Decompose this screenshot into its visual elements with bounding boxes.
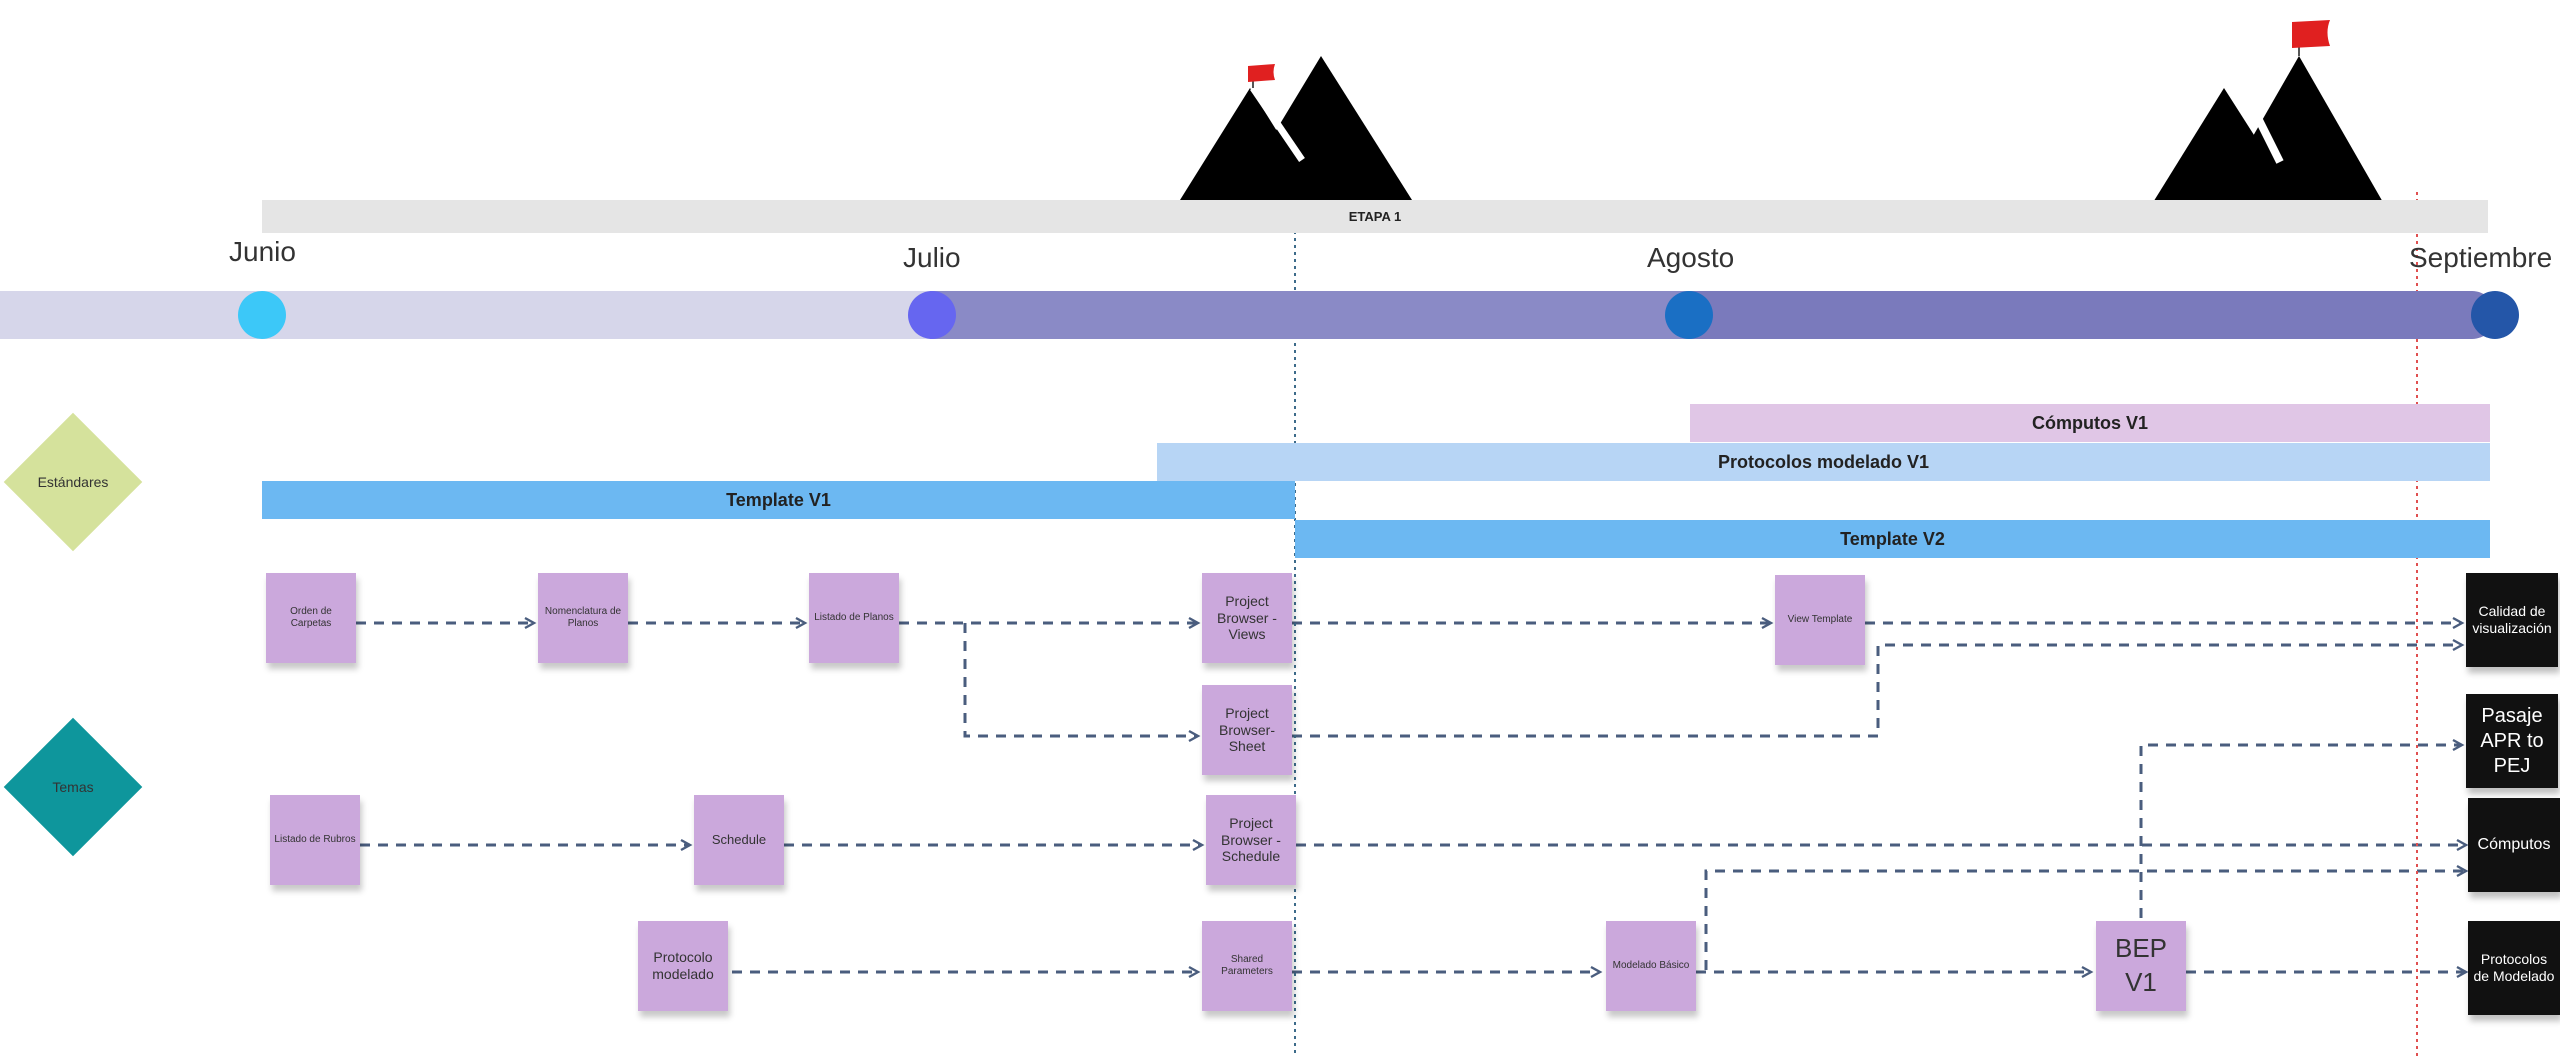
gantt-bar-protocolos-v1: Protocolos modelado V1 [1157,443,2490,481]
sticky-project-browser-views[interactable]: Project Browser - Views [1202,573,1292,663]
etapa-1-band: ETAPA 1 [262,200,2488,233]
timeline-segment-julio [930,291,1690,339]
gantt-label: Template V1 [726,489,831,510]
gantt-bar-template-v2: Template V2 [1295,520,2490,558]
timeline-dot-julio [908,291,956,339]
sticky-modelado-basico[interactable]: Modelado Básico [1606,921,1696,1011]
connector-listado-to-pb-sheet [963,623,1201,743]
gantt-label: Template V2 [1840,528,1945,549]
month-label-agosto: Agosto [1647,242,1735,273]
sticky-project-browser-schedule[interactable]: Project Browser - Schedule [1206,795,1296,885]
category-temas: Temas [3,717,143,857]
sticky-listado-rubros[interactable]: Listado de Rubros [270,795,360,885]
sticky-shared-parameters[interactable]: Shared Parameters [1202,921,1292,1011]
sticky-bep-v1[interactable]: BEP V1 [2096,921,2186,1011]
connector-modelado-to-computos [1704,864,2469,970]
outcome-computos[interactable]: Cómputos [2468,798,2560,892]
sticky-nomenclatura-planos[interactable]: Nomenclatura de Planos [538,573,628,663]
flag-icon [1248,64,1275,82]
sticky-protocolo-modelado[interactable]: Protocolo modelado [638,921,728,1011]
timeline-segment-past [0,291,930,339]
timeline-dot-junio [238,291,286,339]
category-estandares: Estándares [3,412,143,552]
gantt-label: Cómputos V1 [2031,412,2148,433]
sticky-project-browser-sheet[interactable]: Project Browser- Sheet [1202,685,1292,775]
outcome-calidad-visualizacion[interactable]: Calidad de visualización [2466,573,2558,667]
outcome-pasaje-apr-pej[interactable]: Pasaje APR to PEJ [2466,694,2558,788]
etapa-1-label: ETAPA 1 [1348,209,1402,224]
month-label-junio: Junio [229,236,296,267]
sticky-view-template[interactable]: View Template [1775,575,1865,665]
category-label: Estándares [37,474,109,490]
connector-pb-sheet-to-calidad [1292,638,2465,738]
connector-bep-to-pasaje [2139,738,2465,918]
milestone-mountain-icon-final [2152,20,2384,204]
flag-icon [2292,20,2330,48]
timeline-segment-agosto [1690,291,2496,339]
sticky-orden-carpetas[interactable]: Orden de Carpetas [266,573,356,663]
milestone-mountain-icon [1180,56,1412,200]
gantt-label: Protocolos modelado V1 [1717,451,1930,472]
timeline-dot-septiembre [2471,291,2519,339]
sticky-listado-planos[interactable]: Listado de Planos [809,573,899,663]
gantt-bar-template-v1: Template V1 [262,481,1295,519]
month-label-julio: Julio [903,242,961,273]
category-label: Temas [52,779,94,795]
gantt-bar-computos-v1: Cómputos V1 [1690,404,2490,442]
outcome-protocolos-modelado[interactable]: Protocolos de Modelado [2468,921,2560,1015]
timeline-dot-agosto [1665,291,1713,339]
month-label-septiembre: Septiembre [2409,242,2553,273]
sticky-schedule[interactable]: Schedule [694,795,784,885]
